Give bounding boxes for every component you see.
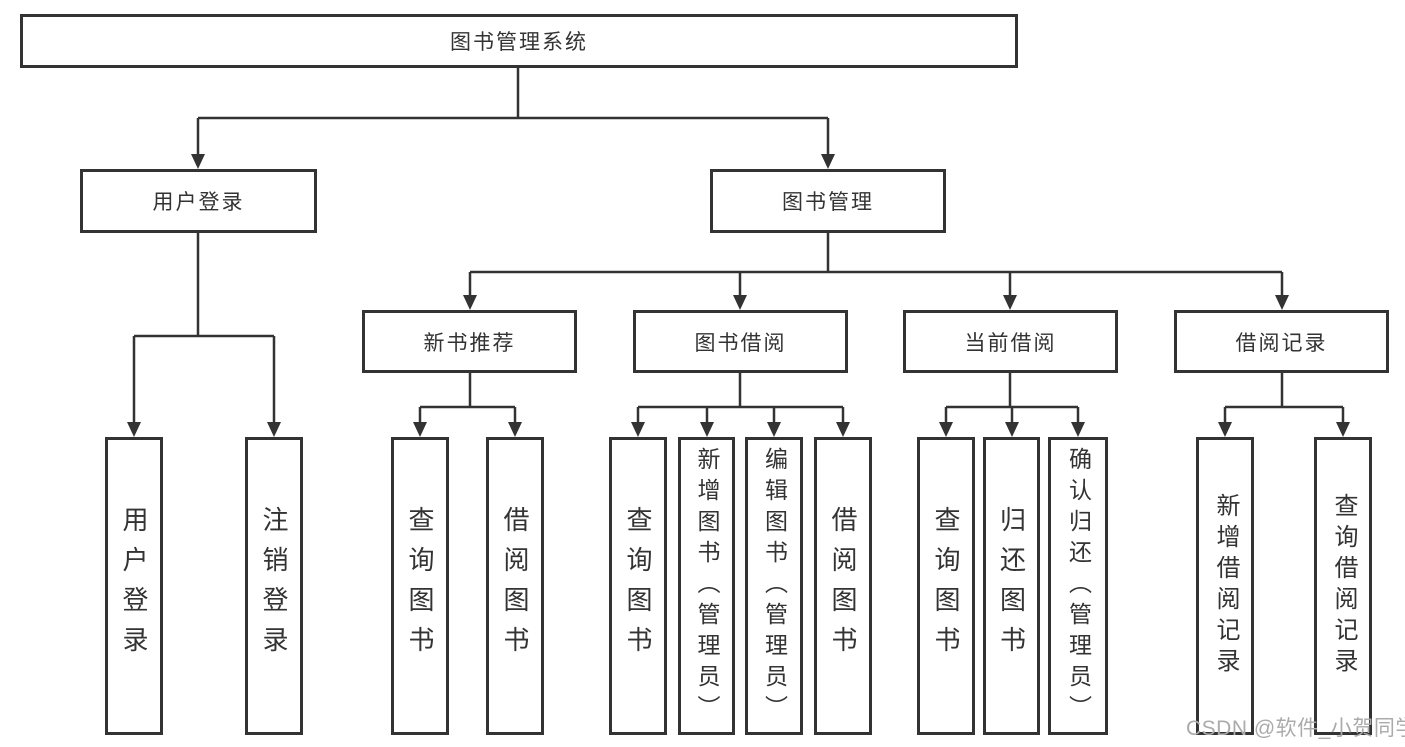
node-user-login: 用户登录 — [80, 169, 317, 233]
node-current-borrow-label: 当前借阅 — [964, 331, 1057, 355]
leaf-edit-book-admin-label: 编辑图书（管理员） — [761, 446, 788, 726]
leaf-logout-label: 注销登录 — [259, 506, 289, 666]
node-borrow-records: 借阅记录 — [1174, 310, 1389, 373]
leaf-return-book-label: 归还图书 — [996, 506, 1027, 666]
watermark-csdn: CSDN @软件_小贺同学 — [1186, 717, 1405, 740]
leaf-recommend-query-book: 查询图书 — [391, 437, 449, 735]
leaf-borrow-book-label: 借阅图书 — [828, 506, 858, 666]
leaf-edit-book-admin: 编辑图书（管理员） — [745, 437, 803, 735]
connector-book-borrow-children — [631, 373, 850, 437]
node-new-book-recommend-label: 新书推荐 — [423, 331, 516, 355]
leaf-borrow-query-book: 查询图书 — [609, 437, 667, 735]
leaf-recommend-query-book-label: 查询图书 — [405, 506, 435, 666]
connector-borrow-records-children — [1218, 373, 1350, 437]
leaf-recommend-borrow-book: 借阅图书 — [486, 437, 544, 735]
leaf-borrow-query-book-label: 查询图书 — [623, 506, 653, 666]
leaf-query-borrow-record: 查询借阅记录 — [1314, 437, 1372, 735]
node-book-management: 图书管理 — [710, 169, 946, 233]
leaf-borrow-book: 借阅图书 — [814, 437, 872, 735]
connector-root-to-level2 — [191, 68, 835, 169]
node-book-borrow: 图书借阅 — [633, 310, 848, 373]
leaf-user-login: 用户登录 — [105, 437, 163, 735]
leaf-add-borrow-record-label: 新增借阅记录 — [1212, 493, 1239, 679]
leaf-confirm-return-admin-label: 确认归还（管理员） — [1065, 446, 1092, 726]
node-borrow-records-label: 借阅记录 — [1235, 331, 1328, 355]
leaf-query-borrow-record-label: 查询借阅记录 — [1330, 493, 1357, 679]
node-user-login-label: 用户登录 — [152, 191, 245, 214]
connector-user-login-children — [127, 233, 281, 437]
leaf-add-borrow-record: 新增借阅记录 — [1196, 437, 1254, 735]
leaf-user-login-label: 用户登录 — [119, 506, 149, 666]
leaf-return-book: 归还图书 — [983, 437, 1040, 735]
node-root-label: 图书管理系统 — [450, 31, 588, 54]
leaf-confirm-return-admin: 确认归还（管理员） — [1048, 437, 1108, 735]
node-root: 图书管理系统 — [20, 14, 1018, 68]
leaf-current-query-book: 查询图书 — [917, 437, 975, 735]
connector-new-book-recommend-children — [413, 373, 522, 437]
leaf-logout: 注销登录 — [245, 437, 303, 735]
node-new-book-recommend: 新书推荐 — [362, 310, 577, 373]
node-current-borrow: 当前借阅 — [903, 310, 1118, 373]
node-book-borrow-label: 图书借阅 — [694, 331, 787, 355]
connector-book-management-children — [463, 233, 1289, 310]
leaf-recommend-borrow-book-label: 借阅图书 — [500, 506, 530, 666]
connector-current-borrow-children — [939, 373, 1085, 437]
leaf-current-query-book-label: 查询图书 — [931, 506, 961, 666]
leaf-add-book-admin-label: 新增图书（管理员） — [694, 446, 720, 726]
leaf-add-book-admin: 新增图书（管理员） — [678, 437, 735, 735]
node-book-management-label: 图书管理 — [782, 191, 874, 214]
